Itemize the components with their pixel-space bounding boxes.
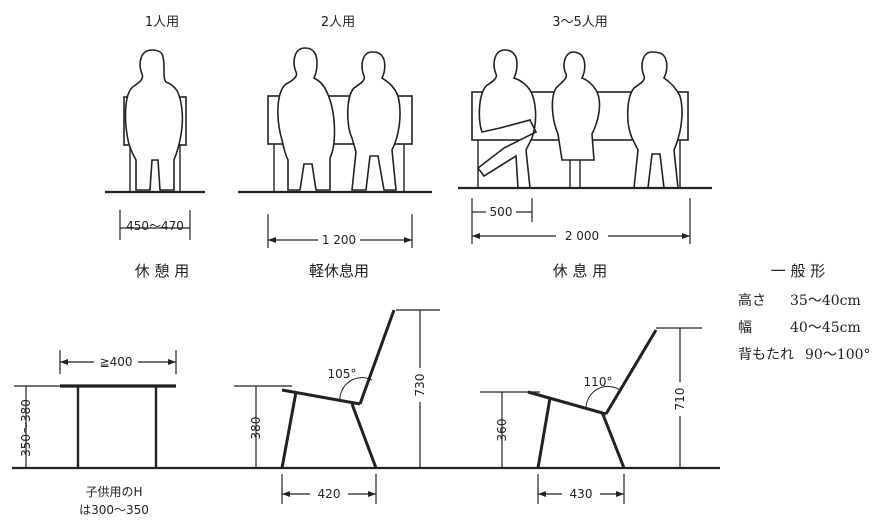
stool-child-note-2: は300～350	[79, 503, 149, 517]
seated-person-figure	[346, 51, 401, 191]
stool-child-note-1: 子供用のH	[85, 485, 142, 499]
chair-b-depth-label: 430	[570, 487, 593, 501]
chair-a-diagram: 105° 380 730 420	[234, 309, 440, 504]
chair-b-angle-label: 110°	[584, 375, 613, 389]
seated-person-figure	[124, 49, 184, 191]
chair-b-seat-height-label: 360	[495, 419, 509, 442]
general-title: 一 般 形	[771, 262, 826, 280]
dimension-triple-seat: 500	[471, 198, 533, 244]
header-two-person: 2人用	[321, 15, 355, 30]
dimension-double-width: 1 200	[267, 214, 413, 248]
header-one-person: 1人用	[145, 15, 179, 30]
caption-relax: 休 息 用	[553, 262, 608, 280]
seated-person-figure	[476, 49, 538, 189]
chair-a-depth-label: 420	[318, 487, 341, 501]
single-bench-illustration	[105, 49, 205, 194]
general-spec-panel: 一 般 形 高さ 35～40cm 幅 40～45cm 背もたれ 90～100°	[738, 262, 871, 363]
spec-value-backrest: 90～100°	[805, 347, 871, 363]
header-three-five-person: 3～5人用	[552, 15, 608, 30]
spec-label-backrest: 背もたれ	[738, 347, 794, 363]
chair-b-back-height-label: 710	[673, 388, 687, 411]
triple-bench-illustration	[458, 49, 712, 190]
dimension-single-width: 450～470	[119, 210, 191, 240]
spec-value-height: 35～40cm	[790, 293, 861, 309]
chair-b-diagram: 110° 360 710 430	[480, 327, 702, 504]
double-bench-illustration	[238, 47, 432, 194]
triple-width-label: 2 000	[565, 229, 599, 243]
caption-rest: 休 憩 用	[135, 262, 190, 280]
dimension-triple-width: 2 000	[472, 198, 691, 244]
seated-person-figure	[277, 47, 336, 191]
triple-seat-label: 500	[490, 205, 513, 219]
spec-value-width: 40～45cm	[790, 320, 861, 336]
chair-a-back-height-label: 730	[413, 374, 427, 397]
spec-label-height: 高さ	[738, 292, 766, 309]
seated-person-figure	[626, 51, 683, 189]
caption-light-rest: 軽休息用	[309, 262, 369, 280]
stool-width-label: ≧400	[100, 355, 133, 369]
stool-height-label: 350～380	[19, 399, 33, 457]
double-width-label: 1 200	[322, 233, 356, 247]
seated-person-figure	[551, 51, 601, 161]
spec-label-width: 幅	[738, 320, 752, 336]
stool-diagram: ≧400 350～380 子供用のH は300～350	[14, 350, 177, 517]
single-width-label: 450～470	[126, 219, 184, 233]
chair-a-seat-height-label: 380	[249, 417, 263, 440]
chair-a-angle-label: 105°	[328, 367, 357, 381]
